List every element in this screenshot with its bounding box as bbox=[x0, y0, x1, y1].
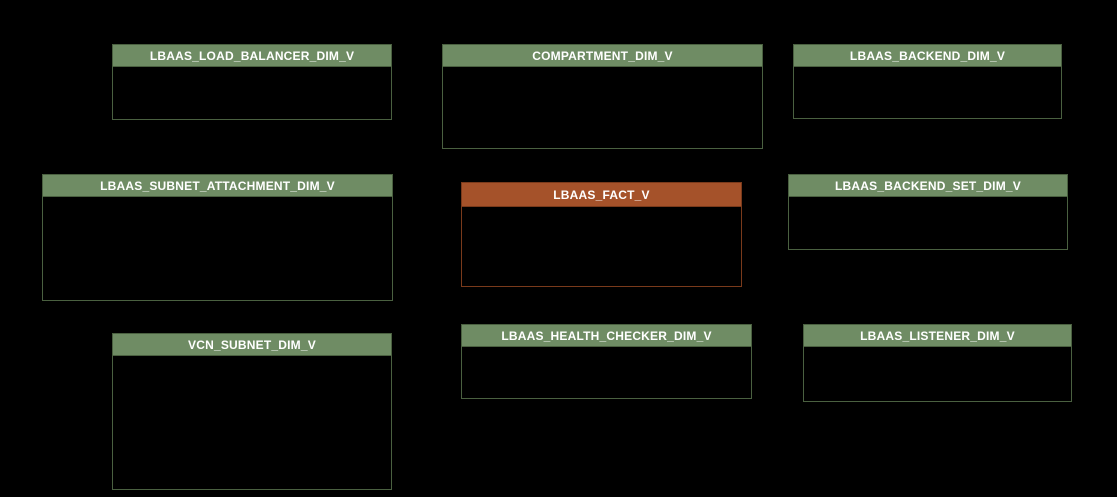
entity-attribute-list bbox=[804, 347, 1071, 400]
entity-title: LBAAS_LISTENER_DIM_V bbox=[804, 325, 1071, 347]
entity-box-lbaas-backend-dim-v[interactable]: LBAAS_BACKEND_DIM_V bbox=[793, 44, 1062, 119]
entity-title: LBAAS_SUBNET_ATTACHMENT_DIM_V bbox=[43, 175, 392, 197]
entity-attribute-list bbox=[113, 356, 391, 488]
entity-title: VCN_SUBNET_DIM_V bbox=[113, 334, 391, 356]
entity-title: LBAAS_BACKEND_DIM_V bbox=[794, 45, 1061, 67]
entity-box-vcn-subnet-dim-v[interactable]: VCN_SUBNET_DIM_V bbox=[112, 333, 392, 490]
entity-box-lbaas-subnet-attachment-dim-v[interactable]: LBAAS_SUBNET_ATTACHMENT_DIM_V bbox=[42, 174, 393, 301]
entity-box-lbaas-load-balancer-dim-v[interactable]: LBAAS_LOAD_BALANCER_DIM_V bbox=[112, 44, 392, 120]
entity-title: LBAAS_HEALTH_CHECKER_DIM_V bbox=[462, 325, 751, 347]
entity-title: LBAAS_FACT_V bbox=[462, 183, 741, 207]
entity-title: LBAAS_LOAD_BALANCER_DIM_V bbox=[113, 45, 391, 67]
entity-attribute-list bbox=[462, 347, 751, 397]
entity-box-lbaas-backend-set-dim-v[interactable]: LBAAS_BACKEND_SET_DIM_V bbox=[788, 174, 1068, 250]
entity-box-lbaas-listener-dim-v[interactable]: LBAAS_LISTENER_DIM_V bbox=[803, 324, 1072, 402]
entity-attribute-list bbox=[443, 67, 762, 147]
entity-box-lbaas-health-checker-dim-v[interactable]: LBAAS_HEALTH_CHECKER_DIM_V bbox=[461, 324, 752, 399]
entity-box-compartment-dim-v[interactable]: COMPARTMENT_DIM_V bbox=[442, 44, 763, 149]
entity-title: COMPARTMENT_DIM_V bbox=[443, 45, 762, 67]
entity-attribute-list bbox=[43, 197, 392, 299]
entity-title: LBAAS_BACKEND_SET_DIM_V bbox=[789, 175, 1067, 197]
entity-attribute-list bbox=[794, 67, 1061, 117]
entity-attribute-list bbox=[113, 67, 391, 118]
entity-attribute-list bbox=[462, 207, 741, 285]
entity-attribute-list bbox=[789, 197, 1067, 248]
entity-box-lbaas-fact-v[interactable]: LBAAS_FACT_V bbox=[461, 182, 742, 287]
